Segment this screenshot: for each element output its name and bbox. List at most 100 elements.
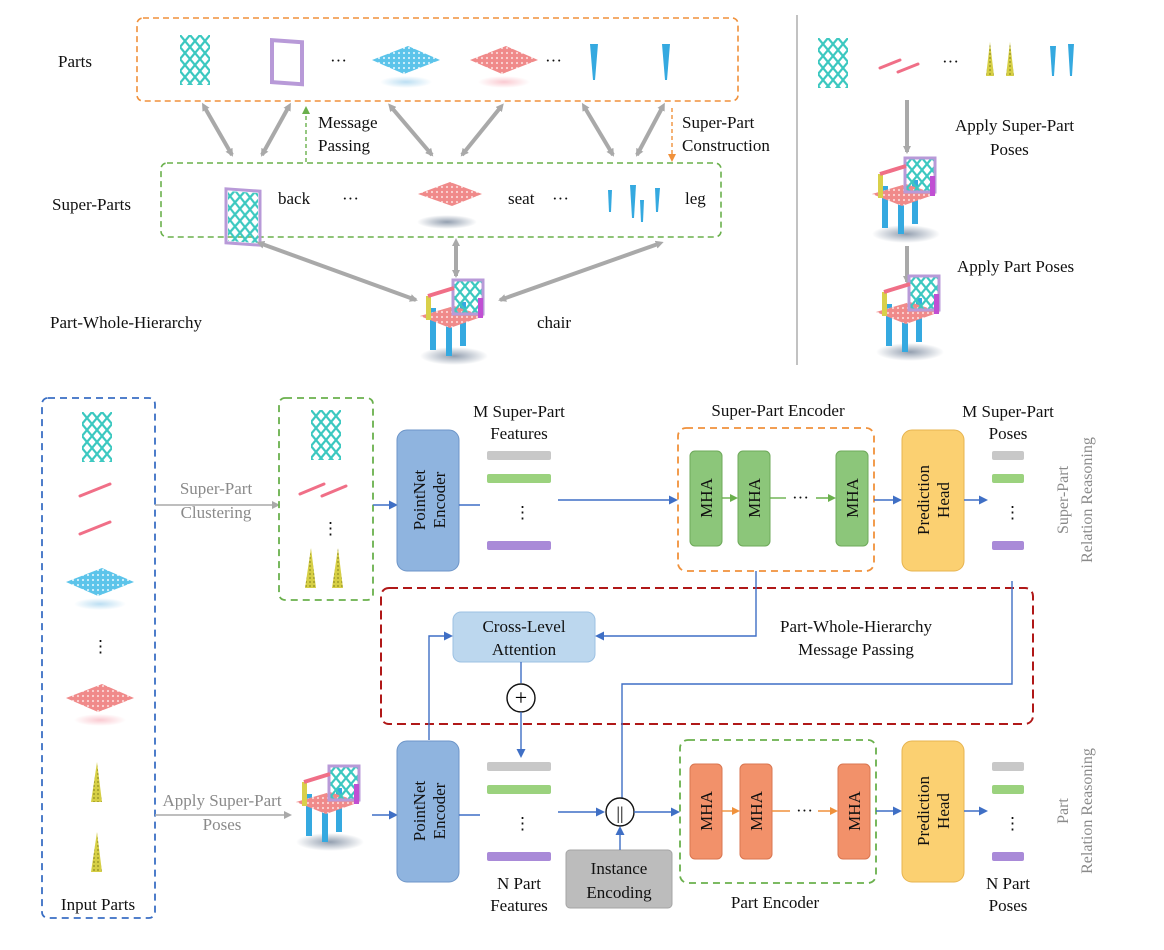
super-parts-row: back ··· seat ··· leg: [160, 162, 722, 247]
svg-text:MHA: MHA: [697, 790, 716, 830]
parts-ellipsis-2: ···: [545, 51, 562, 70]
svg-text:MHA: MHA: [747, 790, 766, 830]
m-feature-bar-gray: [487, 451, 551, 460]
apply-poses-label-2: Poses: [203, 815, 242, 834]
part-encoder: MHA MHA ··· MHA: [679, 739, 877, 884]
m-features-label-2: Features: [490, 424, 548, 443]
n-features-label-1: N Part: [497, 874, 541, 893]
m-feature-bar-purple: [487, 541, 551, 550]
pointnet-encoder-bottom: PointNet Encoder: [396, 740, 460, 883]
tr-chair-part-posed: [874, 274, 946, 363]
part-encoder-label: Part Encoder: [731, 893, 820, 912]
cluster-vdots: ⋮: [322, 519, 339, 538]
parts-row: ··· ···: [136, 17, 739, 102]
clusters-box: [278, 397, 374, 601]
svg-text:···: ···: [796, 801, 813, 820]
super-part-clusters: ⋮: [278, 397, 374, 601]
part-reasoning-label-1: Part: [1055, 798, 1072, 824]
svg-text:Encoder: Encoder: [430, 782, 449, 839]
input-parts-label: Input Parts: [61, 895, 135, 914]
part-leg-1-glyph: [590, 44, 598, 80]
input-part-cone-2: [91, 832, 102, 872]
input-part-back: [82, 412, 112, 462]
super-part-construction-label-1: Super-Part: [682, 113, 755, 132]
svg-text:Prediction: Prediction: [914, 776, 933, 846]
sp-mha-3: MHA: [835, 450, 869, 547]
pointnet-to-cross-attn: [428, 631, 453, 740]
svg-text:Instance: Instance: [591, 859, 648, 878]
cluster-cone-1: [305, 548, 316, 588]
pwh-label-1: Part-Whole-Hierarchy: [780, 617, 932, 636]
tr-leg-1: [1050, 46, 1056, 76]
input-parts-column: ⋮ Input Parts: [41, 397, 156, 919]
svg-text:Attention: Attention: [492, 640, 557, 659]
super-part-name-seat: seat: [508, 189, 535, 208]
m-features-label-1: M Super-Part: [473, 402, 565, 421]
m-features-vdots: ⋮: [514, 503, 531, 522]
svg-text:Cross-Level: Cross-Level: [482, 617, 565, 636]
tr-chair-super-posed: [870, 156, 942, 245]
part-frame-glyph: [270, 38, 304, 87]
super-part-legs-glyph: [608, 185, 660, 222]
p-mha-1: MHA: [689, 763, 723, 860]
svg-text:||: ||: [616, 803, 623, 823]
tr-ellipsis: ···: [942, 52, 959, 71]
cluster-rod-1: [298, 482, 326, 496]
tr-leg-2: [1068, 44, 1074, 76]
pointnet-encoder-top: PointNet Encoder: [396, 429, 460, 572]
tr-part-back: [818, 38, 848, 88]
pointnet-top-label-2: Encoder: [430, 471, 449, 528]
message-passing-label-1: Message: [318, 113, 377, 132]
cluster-back: [311, 410, 341, 460]
part-reasoning-label-2: Relation Reasoning: [1079, 748, 1096, 874]
svg-text:⋮: ⋮: [1004, 814, 1021, 833]
super-part-reasoning-label-1: Super-Part: [1055, 465, 1072, 534]
p-mha-3: MHA: [837, 763, 871, 860]
input-part-seat-blue: [66, 568, 134, 610]
svg-text:PointNet: PointNet: [410, 781, 429, 842]
tr-cone-1: [986, 42, 994, 76]
part-seat-pink-glyph: [470, 46, 538, 88]
input-part-cone-1: [91, 762, 102, 802]
whole-name-chair: chair: [537, 313, 571, 332]
svg-text:⋮: ⋮: [1004, 503, 1021, 522]
sp-mha-dots: ···: [792, 488, 809, 507]
concat-operator: ||: [605, 797, 635, 827]
clustering-label-1: Super-Part: [180, 479, 253, 498]
input-parts-box: [41, 397, 156, 919]
sp-poses-to-concat: [617, 581, 1013, 810]
bottom-chair-super-posed: [294, 764, 366, 853]
tr-apply-super-part-poses-2: Poses: [990, 140, 1029, 159]
svg-text:Prediction: Prediction: [914, 465, 933, 535]
part-seat-blue-glyph: [372, 46, 440, 88]
top-right-parts: ···: [818, 38, 1074, 88]
super-parts-ellipsis-2: ···: [552, 189, 569, 208]
tr-apply-super-part-poses-1: Apply Super-Part: [955, 116, 1074, 135]
part-back-glyph: [180, 35, 210, 85]
svg-text:MHA: MHA: [745, 477, 764, 517]
super-part-encoder-label: Super-Part Encoder: [711, 401, 845, 420]
prediction-head-top: Prediction Head: [901, 429, 965, 572]
input-part-seat-pink: [66, 684, 134, 726]
super-part-seat-glyph: [417, 182, 482, 229]
svg-text:MHA: MHA: [697, 477, 716, 517]
svg-text:+: +: [515, 685, 527, 710]
plus-operator: +: [506, 683, 536, 713]
input-part-rod-2: [78, 520, 112, 536]
tr-rods: [878, 58, 920, 74]
super-part-reasoning-label-2: Relation Reasoning: [1079, 437, 1096, 563]
row-label-hierarchy: Part-Whole-Hierarchy: [50, 313, 202, 332]
prediction-head-bottom: Prediction Head: [901, 740, 965, 883]
message-passing-label-2: Passing: [318, 136, 370, 155]
pwh-label-2: Message Passing: [798, 640, 914, 659]
clustering-label-2: Clustering: [181, 503, 252, 522]
n-poses-label-1: N Part: [986, 874, 1030, 893]
sp-mha-2: MHA: [737, 450, 771, 547]
cross-level-attention: Cross-Level Attention: [452, 611, 596, 663]
svg-text:MHA: MHA: [843, 477, 862, 517]
p-mha-2: MHA: [739, 763, 773, 860]
cluster-rod-2: [320, 484, 348, 498]
m-poses-label-1: M Super-Part: [962, 402, 1054, 421]
super-parts-ellipsis-1: ···: [342, 189, 359, 208]
tr-cone-2: [1006, 42, 1014, 76]
